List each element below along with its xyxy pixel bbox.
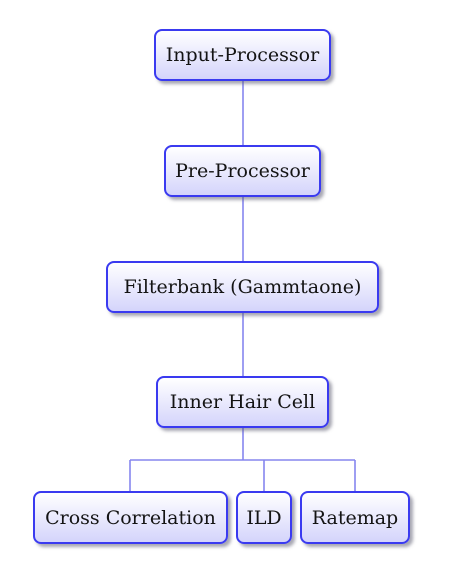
pre-processor-node: Pre-Processor (164, 145, 321, 197)
ild-node: ILD (236, 491, 292, 544)
filterbank-node: Filterbank (Gammtaone) (106, 261, 379, 313)
input-processor-node: Input-Processor (154, 29, 331, 81)
inner-hair-cell-node: Inner Hair Cell (156, 376, 329, 428)
cross-correlation-node: Cross Correlation (33, 491, 228, 544)
ratemap-node: Ratemap (300, 491, 410, 544)
